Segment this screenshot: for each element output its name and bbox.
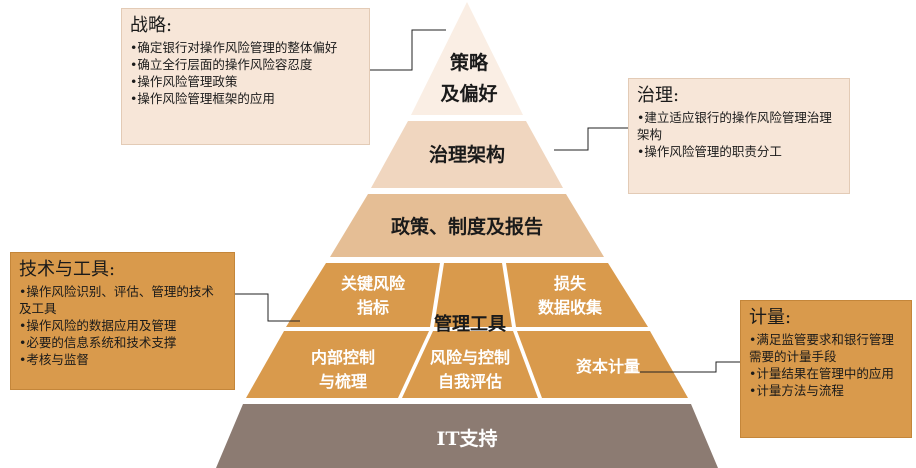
list-item: 建立适应银行的操作风险管理治理架构 xyxy=(637,109,841,143)
kri-label-line2: 指标 xyxy=(357,298,389,317)
list-item: 确立全行层面的操作风险容忍度 xyxy=(130,56,361,73)
loss-label-line2: 数据收集 xyxy=(538,298,603,317)
list-item: 操作风险识别、评估、管理的技术及工具 xyxy=(19,283,226,317)
capital-label: 资本计量 xyxy=(576,357,640,376)
list-item: 操作风险的数据应用及管理 xyxy=(19,317,226,334)
pyramid-cell-capital xyxy=(517,331,688,398)
apex-label-line1: 策略 xyxy=(450,51,489,74)
callout-governance-title: 治理: xyxy=(637,85,680,106)
list-item: 计量方法与流程 xyxy=(749,382,903,399)
callout-measure: 计量: 满足监管要求和银行管理需要的计量手段 计量结果在管理中的应用 计量方法与… xyxy=(740,300,912,438)
list-item: 满足监管要求和银行管理需要的计量手段 xyxy=(749,331,903,365)
callout-strategy: 战略: 确定银行对操作风险管理的整体偏好 确立全行层面的操作风险容忍度 操作风险… xyxy=(121,8,370,145)
pyramid-tier-strategy xyxy=(411,2,523,115)
list-item: 操作风险管理框架的应用 xyxy=(130,90,361,107)
pyramid-tier-it xyxy=(216,404,718,468)
rcsa-label-line2: 自我评估 xyxy=(438,372,502,391)
tools-center-label: 管理工具 xyxy=(434,313,506,335)
callout-strategy-list: 确定银行对操作风险管理的整体偏好 确立全行层面的操作风险容忍度 操作风险管理政策… xyxy=(130,39,361,107)
list-item: 操作风险管理政策 xyxy=(130,73,361,90)
connector-strategy xyxy=(370,29,446,71)
kri-label-line1: 关键风险 xyxy=(341,274,406,293)
list-item: 必要的信息系统和技术支撑 xyxy=(19,334,226,351)
it-label: IT支持 xyxy=(436,427,497,450)
pyramid-cell-loss xyxy=(506,263,648,327)
pyramid-cell-tools-center xyxy=(434,263,512,327)
pyramid-cell-internal-control xyxy=(246,331,429,398)
rcsa-label-line1: 风险与控制 xyxy=(430,348,510,367)
pyramid-cell-kri xyxy=(286,263,440,327)
internal-control-label-line2: 与梳理 xyxy=(319,372,367,391)
pyramid-tier-governance xyxy=(371,121,563,188)
list-item: 计量结果在管理中的应用 xyxy=(749,365,903,382)
list-item: 确定银行对操作风险管理的整体偏好 xyxy=(130,39,361,56)
callout-tech-list: 操作风险识别、评估、管理的技术及工具 操作风险的数据应用及管理 必要的信息系统和… xyxy=(19,283,226,368)
internal-control-label-line1: 内部控制 xyxy=(311,348,375,367)
callout-measure-list: 满足监管要求和银行管理需要的计量手段 计量结果在管理中的应用 计量方法与流程 xyxy=(749,331,903,399)
loss-label-line1: 损失 xyxy=(554,274,587,293)
pyramid-tier-policy xyxy=(330,194,604,257)
callout-governance: 治理: 建立适应银行的操作风险管理治理架构 操作风险管理的职责分工 xyxy=(628,78,850,194)
callout-tech-title: 技术与工具: xyxy=(19,259,116,280)
callout-strategy-title: 战略: xyxy=(130,15,173,36)
callout-governance-list: 建立适应银行的操作风险管理治理架构 操作风险管理的职责分工 xyxy=(637,109,841,160)
connector-tech xyxy=(235,293,300,322)
connector-governance xyxy=(554,127,628,151)
callout-measure-title: 计量: xyxy=(749,307,792,328)
list-item: 操作风险管理的职责分工 xyxy=(637,143,841,160)
pyramid-cell-rcsa xyxy=(402,331,538,398)
callout-tech-tools: 技术与工具: 操作风险识别、评估、管理的技术及工具 操作风险的数据应用及管理 必… xyxy=(10,252,235,390)
connector-measure xyxy=(640,361,740,373)
apex-label-line2: 及偏好 xyxy=(440,82,497,105)
list-item: 考核与监督 xyxy=(19,351,226,368)
policy-label: 政策、制度及报告 xyxy=(391,215,543,238)
governance-label: 治理架构 xyxy=(429,143,505,166)
